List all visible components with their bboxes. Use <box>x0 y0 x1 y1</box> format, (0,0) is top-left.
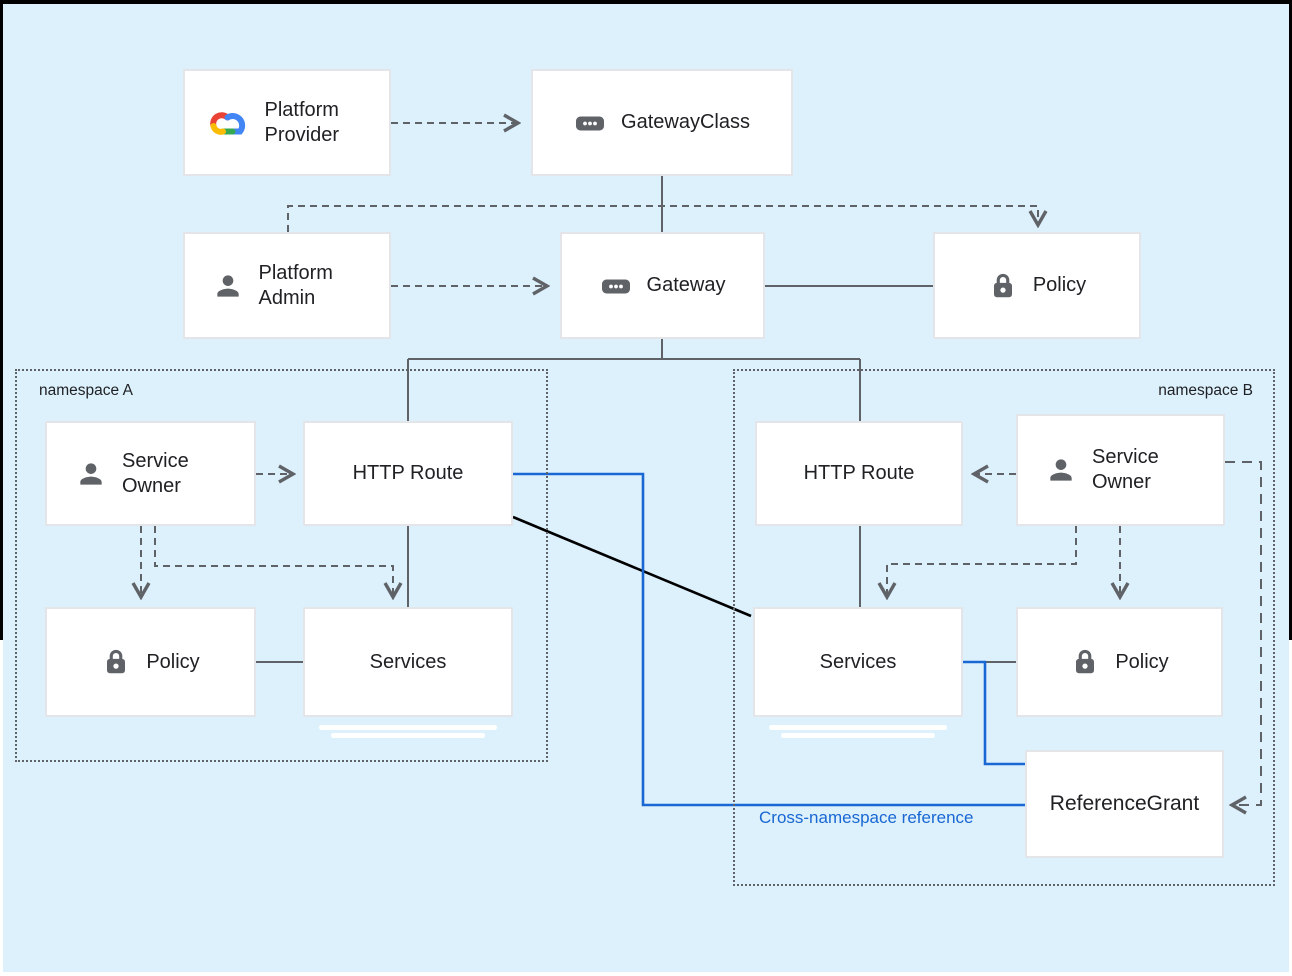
node-label: Policy <box>146 650 200 673</box>
node-platform-admin: Platform Admin <box>183 232 391 339</box>
node-label: Services <box>369 650 447 673</box>
node-service-owner-b: Service Owner <box>1016 414 1225 526</box>
namespace-b-label: namespace B <box>1158 382 1253 399</box>
google-cloud-icon <box>206 105 250 141</box>
gateway-icon <box>574 107 606 139</box>
namespace-a-label: namespace A <box>39 382 133 399</box>
node-label: GatewayClass <box>621 111 750 133</box>
node-policy-a: Policy <box>45 607 256 717</box>
node-label: ReferenceGrant <box>1049 791 1200 815</box>
node-services-a: Services <box>303 607 513 717</box>
node-label: Policy <box>1115 650 1169 673</box>
node-label: HTTP Route <box>352 462 464 484</box>
node-label: Gateway <box>646 274 726 296</box>
node-label: Policy <box>1032 274 1087 296</box>
node-label: HTTP Route <box>803 462 915 484</box>
services-stack-decoration <box>781 733 935 738</box>
person-icon <box>212 270 244 302</box>
cross-namespace-blue-lines <box>513 472 1025 807</box>
person-icon <box>75 458 107 490</box>
node-service-owner-a: Service Owner <box>45 421 256 526</box>
node-reference-grant: ReferenceGrant <box>1025 750 1224 858</box>
person-icon <box>1045 454 1077 486</box>
node-label: Service Owner <box>1092 446 1159 493</box>
cross-namespace-reference-label: Cross-namespace reference <box>759 808 974 827</box>
node-label: Service Owner <box>122 449 189 497</box>
dashed-gray-connectors <box>141 123 1262 805</box>
lock-icon <box>101 647 131 677</box>
diagram-canvas: namespace A namespace B Platform Provide… <box>3 4 1289 972</box>
node-policy-top: Policy <box>933 232 1141 339</box>
node-gateway-class: GatewayClass <box>531 69 793 176</box>
namespace-b-container: namespace B <box>733 369 1275 886</box>
services-stack-decoration <box>319 725 497 730</box>
namespace-a-container: namespace A <box>15 369 548 762</box>
node-platform-provider: Platform Provider <box>183 69 391 176</box>
services-stack-decoration <box>769 725 947 730</box>
node-http-route-b: HTTP Route <box>755 421 963 526</box>
node-services-b: Services <box>753 607 963 717</box>
lock-icon <box>1070 647 1100 677</box>
node-label: Services <box>819 650 897 673</box>
gateway-icon <box>600 270 632 302</box>
node-policy-b: Policy <box>1016 607 1223 717</box>
node-http-route-a: HTTP Route <box>303 421 513 526</box>
node-gateway: Gateway <box>560 232 765 339</box>
node-label: Platform Admin <box>258 261 333 309</box>
lock-icon <box>988 271 1018 301</box>
services-stack-decoration <box>331 733 485 738</box>
node-label: Platform Provider <box>264 98 339 146</box>
route-to-service-black-line <box>512 515 752 618</box>
